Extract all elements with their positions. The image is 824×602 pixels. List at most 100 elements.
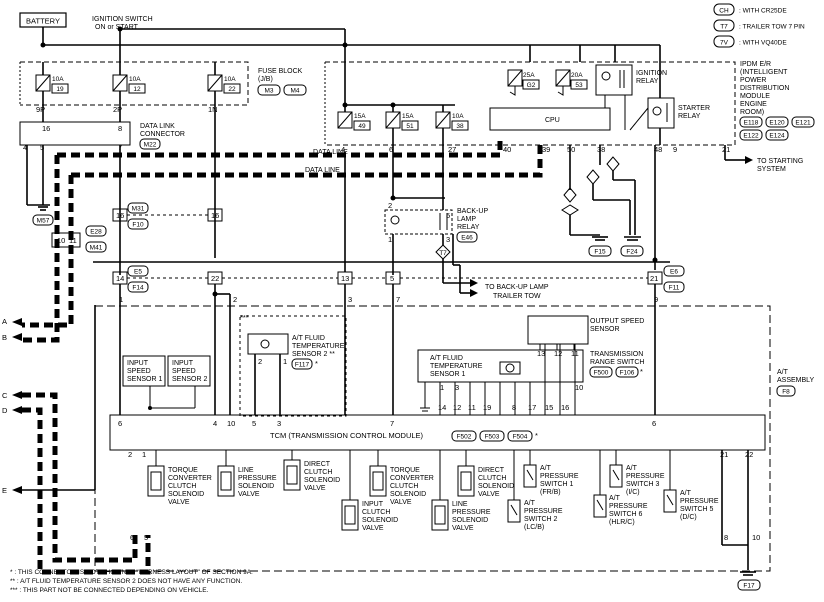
left-terminals: A B C D E: [2, 305, 96, 495]
svg-text:3: 3: [277, 419, 281, 428]
svg-text:SENSOR 2: SENSOR 2: [172, 376, 208, 383]
solenoid-input-clutch: INPUT CLUTCH SOLENOID VALVE: [341, 450, 398, 532]
svg-text:(I/C): (I/C): [626, 489, 640, 496]
cpu-label: CPU: [545, 117, 560, 124]
svg-text:SOLENOID: SOLENOID: [238, 483, 274, 490]
svg-text:38: 38: [597, 145, 605, 154]
fuse-22: 10A 22: [207, 74, 241, 94]
left-grounds: M57 10 11 E28 M41: [26, 145, 107, 253]
svg-text:14: 14: [438, 403, 446, 412]
svg-text:VALVE: VALVE: [304, 485, 326, 492]
svg-text:19: 19: [483, 403, 491, 412]
svg-text:VALVE: VALVE: [478, 491, 500, 498]
svg-text:SOLENOID: SOLENOID: [478, 483, 514, 490]
at-assembly-frame: A/T ASSEMBLY F8: [94, 305, 815, 572]
svg-text:3: 3: [348, 295, 352, 304]
solenoid-tcc-2: TORQUE CONVERTER CLUTCH SOLENOID VALVE: [369, 450, 434, 506]
svg-text:(FR/B): (FR/B): [540, 489, 561, 496]
svg-text:VALVE: VALVE: [390, 499, 412, 506]
svg-text:LINE: LINE: [238, 467, 254, 474]
svg-text:E120: E120: [769, 120, 785, 127]
svg-text:1: 1: [283, 357, 287, 366]
bottom-ground: F17 6 5 8 10: [130, 450, 761, 591]
svg-text:SENSOR 2 **: SENSOR 2 **: [292, 351, 335, 358]
ref-e6: E6: [670, 269, 678, 276]
svg-text:2: 2: [388, 201, 392, 210]
svg-text:***: ***: [240, 313, 249, 322]
svg-text:RANGE SWITCH: RANGE SWITCH: [590, 359, 644, 366]
power-bus: BATTERY IGNITION SWITCH ON or START: [19, 12, 660, 62]
range-pins: 1 3 14 12 11 19 8 17 15 16 10: [438, 383, 583, 412]
svg-text:TEMPERATURE: TEMPERATURE: [430, 363, 483, 370]
fuse-19: 10A 19: [35, 74, 69, 94]
ignition-relay: [595, 64, 633, 96]
fuse-block-ref-m3: M3: [264, 88, 273, 95]
svg-text:10A: 10A: [224, 76, 236, 83]
svg-text:OUTPUT SPEED: OUTPUT SPEED: [590, 318, 644, 325]
pressure-switch-1: A/T PRESSURE SWITCH 1 (FR/B): [523, 450, 579, 496]
svg-text:E: E: [2, 486, 7, 495]
legend-code-2: T7: [720, 24, 728, 31]
ref-e46: E46: [461, 235, 473, 242]
svg-text:E124: E124: [769, 133, 785, 140]
svg-text:CONVERTER: CONVERTER: [168, 475, 212, 482]
pressure-switch-2: A/T PRESSURE SWITCH 2 (LC/B): [507, 450, 563, 531]
svg-text:20A: 20A: [571, 72, 583, 79]
svg-text:POWER: POWER: [740, 77, 766, 84]
svg-text:ASSEMBLY: ASSEMBLY: [777, 377, 815, 384]
svg-text:6: 6: [118, 419, 122, 428]
fluid-temp-sensor-2: *** A/T FLUID TEMPERATURE SENSOR 2 ** F1…: [239, 313, 347, 417]
data-line-1: DATA LINE: [313, 149, 348, 156]
dlc-title-2: CONNECTOR: [140, 131, 185, 138]
solenoid-tcc-1: TORQUE CONVERTER CLUTCH SOLENOID VALVE: [147, 450, 212, 506]
svg-text:SWITCH 3: SWITCH 3: [626, 481, 660, 488]
svg-text:VALVE: VALVE: [452, 525, 474, 532]
solenoid-direct-clutch-2: DIRECT CLUTCH SOLENOID VALVE: [457, 450, 514, 498]
ref-e5: E5: [134, 269, 142, 276]
svg-text:22: 22: [228, 86, 236, 93]
svg-text:4: 4: [213, 419, 217, 428]
fuse-block-title-2: (J/B): [258, 76, 273, 83]
svg-text:SOLENOID: SOLENOID: [390, 491, 426, 498]
svg-text:17: 17: [528, 403, 536, 412]
svg-text:TO BACK-UP LAMP: TO BACK-UP LAMP: [485, 284, 549, 291]
svg-text:SENSOR 1: SENSOR 1: [430, 371, 466, 378]
svg-text:39: 39: [542, 145, 550, 154]
svg-text:5: 5: [144, 533, 148, 542]
svg-text:TORQUE: TORQUE: [168, 467, 198, 474]
ref-f502: F502: [457, 434, 472, 441]
fuse-53: 20A 53: [555, 69, 588, 90]
svg-text:RELAY: RELAY: [636, 78, 659, 85]
svg-text:3: 3: [455, 383, 459, 392]
svg-text:16: 16: [561, 403, 569, 412]
svg-text:15: 15: [545, 403, 553, 412]
svg-text:53: 53: [575, 82, 583, 89]
svg-text:A/T FLUID: A/T FLUID: [292, 335, 325, 342]
svg-text:4: 4: [341, 145, 345, 154]
ref-m41: M41: [90, 245, 103, 252]
fuse-g2: 25A G2: [507, 69, 540, 90]
svg-text:21: 21: [722, 145, 730, 154]
svg-text:A/T: A/T: [609, 495, 621, 502]
svg-text:A/T: A/T: [680, 490, 692, 497]
svg-text:SWITCH 1: SWITCH 1: [540, 481, 574, 488]
svg-text:PRESSURE: PRESSURE: [609, 503, 648, 510]
svg-text:ENGINE: ENGINE: [740, 101, 767, 108]
svg-text:PRESSURE: PRESSURE: [540, 473, 579, 480]
svg-text:CLUTCH: CLUTCH: [304, 469, 332, 476]
svg-text:10A: 10A: [52, 76, 64, 83]
svg-text:*: *: [315, 359, 318, 368]
svg-text:VALVE: VALVE: [362, 525, 384, 532]
svg-text:13: 13: [341, 274, 349, 283]
ref-t7: T7: [439, 250, 447, 257]
svg-text:5: 5: [390, 274, 394, 283]
ipdm-lower: F15 F24: [561, 145, 658, 270]
svg-text:1: 1: [388, 235, 392, 244]
starter-relay: [647, 97, 675, 129]
svg-text:SPEED: SPEED: [127, 368, 151, 375]
dlc-title-1: DATA LINK: [140, 123, 175, 130]
ref-f24: F24: [626, 249, 638, 256]
pressure-switch-3: A/T PRESSURE SWITCH 3 (I/C): [609, 450, 665, 496]
svg-text:LAMP: LAMP: [457, 216, 476, 223]
ref-f504: F504: [513, 434, 528, 441]
